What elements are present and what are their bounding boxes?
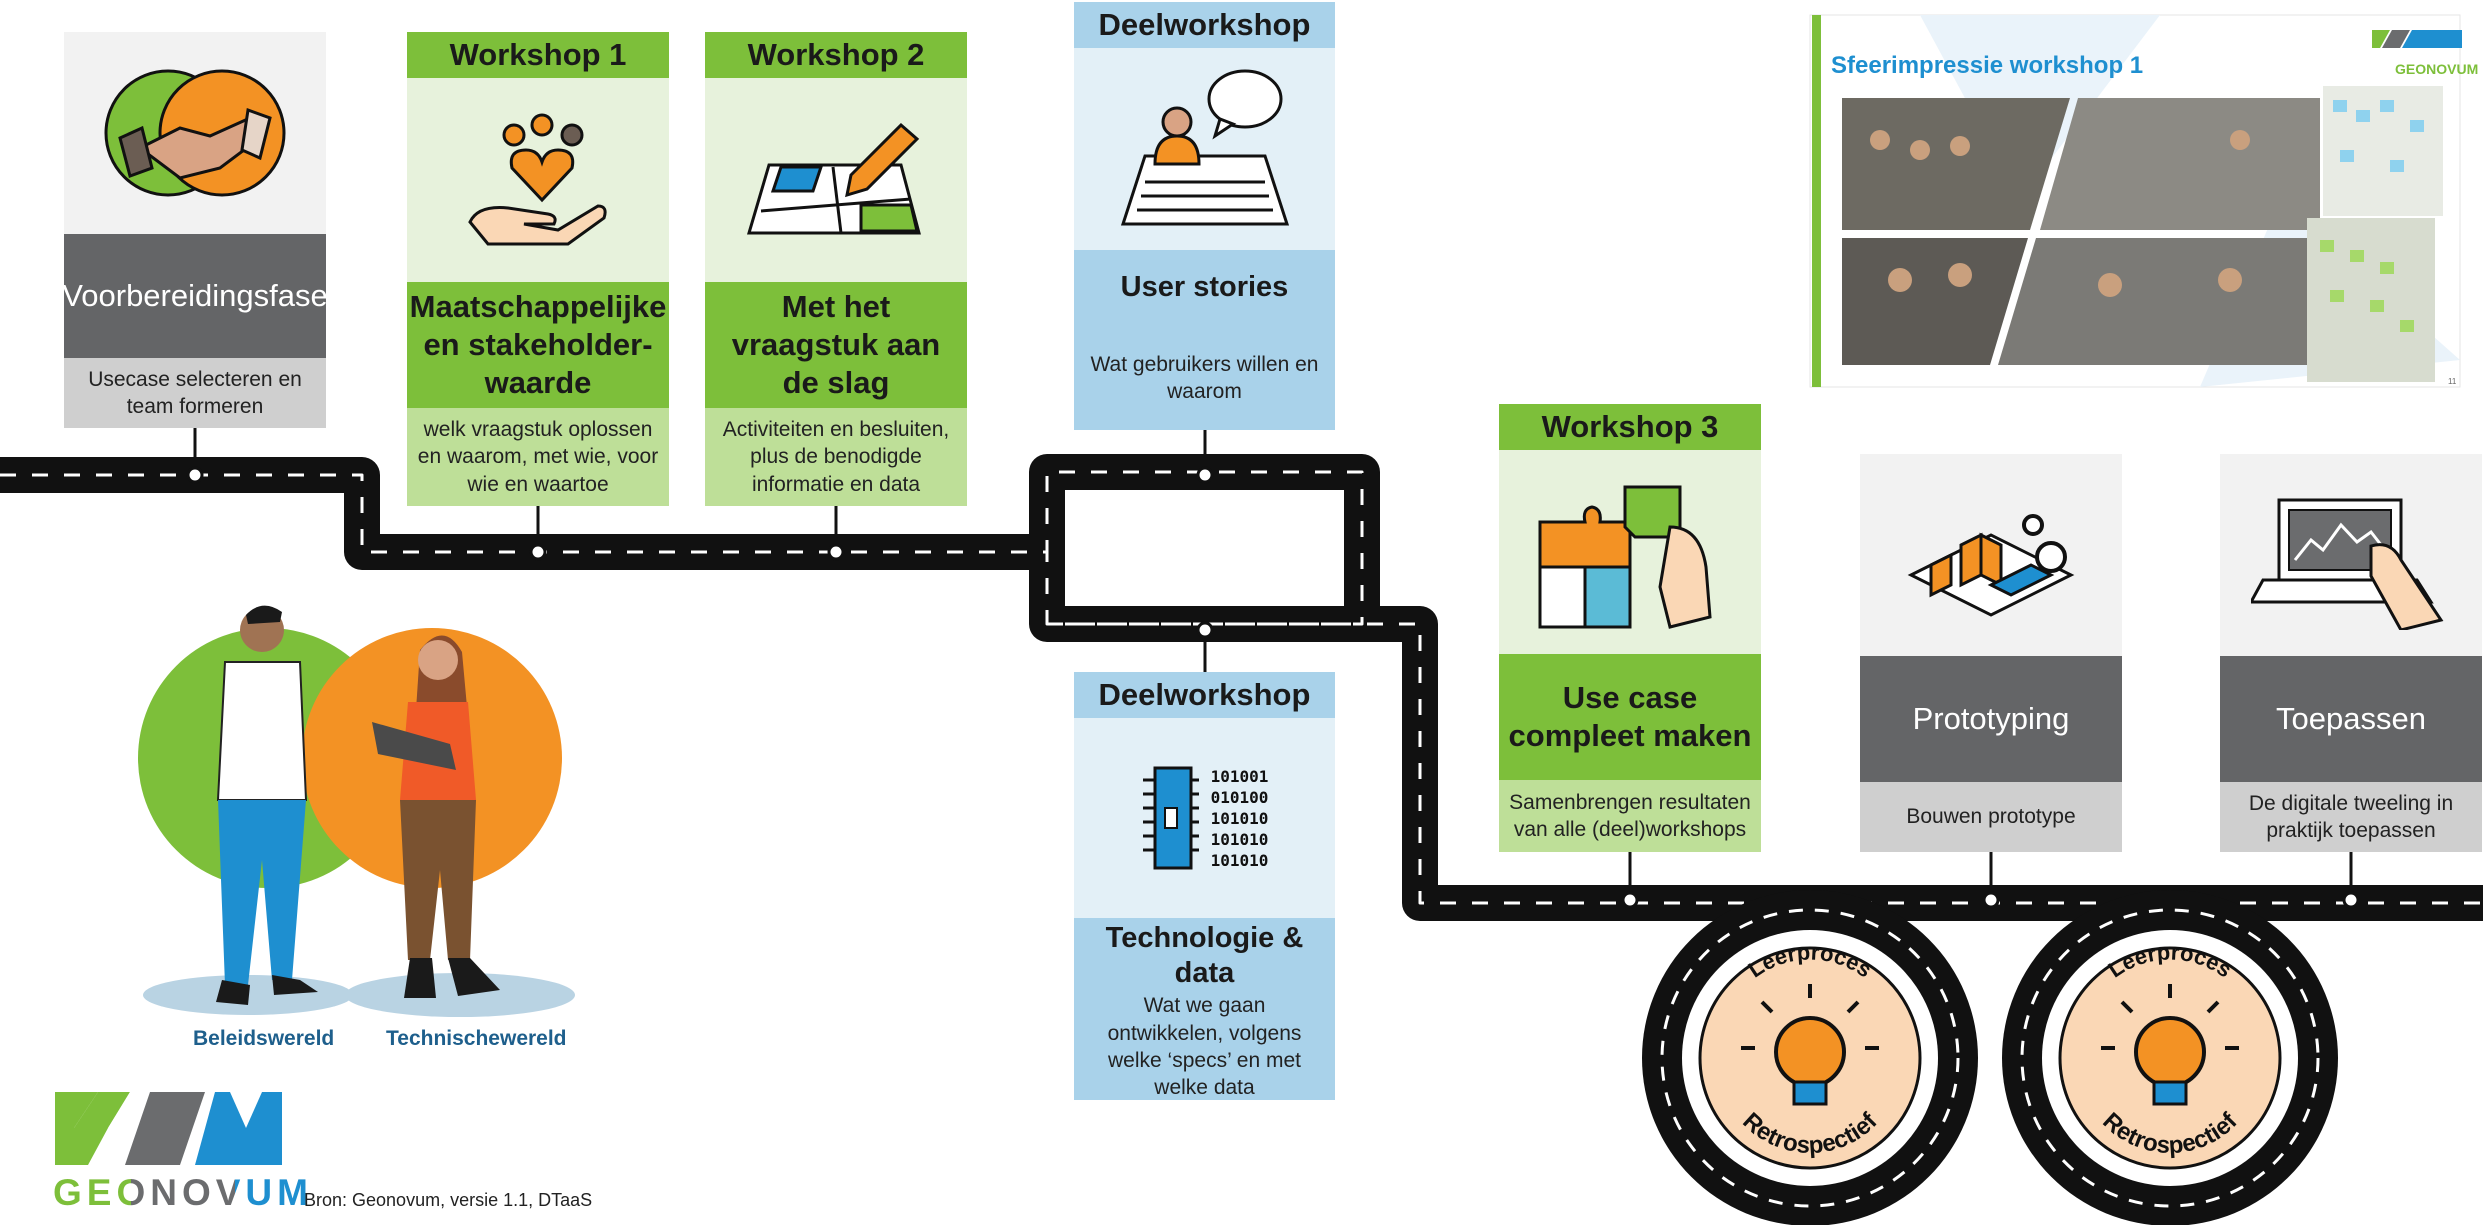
card-description: welk vraagstuk oplossen en waarom, met w… (407, 408, 669, 506)
panel-page-number: 11 (2448, 377, 2457, 386)
card-description: Bouwen prototype (1860, 782, 2122, 852)
hand-with-hearts-icon (468, 113, 607, 246)
user-profile-icon (1120, 69, 1289, 226)
card-prototyping: Prototyping Bouwen prototype (1860, 454, 2122, 852)
card-image (705, 78, 967, 282)
card-header: Deelworkshop (1074, 672, 1335, 718)
road (0, 454, 2483, 921)
card-toepassen: Toepassen De digitale tweeling in prakti… (2220, 454, 2482, 852)
card-description: Samenbrengen resultaten van alle (deel)w… (1499, 780, 1761, 852)
card-deelworkshop-user-stories: Deelworkshop User stories Wat gebruikers… (1074, 2, 1335, 430)
card-description: Usecase selecteren en team formeren (64, 358, 326, 428)
card-header: Deelworkshop (1074, 2, 1335, 48)
lightbulb-icon (2101, 984, 2239, 1106)
man-figure (216, 605, 318, 1005)
card-header: Workshop 1 (407, 32, 669, 78)
city-model-icon (1907, 514, 2075, 617)
people-label-left: Beleidswereld (193, 1027, 335, 1050)
handshake-icon (104, 69, 286, 197)
card-title: Met het vraagstuk aan de slag (705, 282, 967, 408)
laptop-touch-icon (2251, 498, 2444, 630)
card-image (1499, 450, 1761, 654)
photo-collage (1842, 86, 2443, 382)
card-image (2220, 454, 2482, 656)
photo-panel: GEONOVUM 11 (1809, 14, 2478, 388)
connector-pins (186, 428, 2360, 909)
source-caption: Bron: Geonovum, versie 1.1, DTaaS (304, 1190, 593, 1210)
people-label-right: Technischewereld (386, 1027, 567, 1050)
card-deelworkshop-technologie: Deelworkshop 101001 010100 101010 101 (1074, 672, 1335, 1100)
geonovum-logo-text: GEONOVUM (53, 1172, 313, 1214)
people-illustration (138, 605, 575, 1017)
wheel-left: Leerproces Retrospectief (1642, 890, 1978, 1225)
card-workshop-3: Workshop 3 Use case compleet maken Samen… (1499, 404, 1761, 852)
binary-code: 101001 010100 101010 101010 101010 (1211, 766, 1269, 871)
geonovum-logo (55, 1092, 282, 1165)
card-image (64, 32, 326, 234)
card-title: User stories (1074, 250, 1335, 326)
logo-wordmark: GEONOVUM (53, 1172, 313, 1213)
map-and-pencil-icon (746, 122, 921, 235)
photo-panel-title: Sfeerimpressie workshop 1 (1831, 52, 2144, 79)
lightbulb-icon (1741, 984, 1879, 1106)
wheel-right: Leerproces Retrospectief (2002, 890, 2338, 1225)
card-title: Use case compleet maken (1499, 654, 1761, 780)
binary-line: 101001 (1210, 766, 1269, 786)
card-title: Prototyping (1860, 656, 2122, 782)
card-title: Technologie & data (1074, 918, 1335, 994)
card-image (407, 78, 669, 282)
binary-line: 101010 (1210, 850, 1269, 870)
card-description: Activiteiten en besluiten, plus de benod… (705, 408, 967, 506)
card-header: Workshop 2 (705, 32, 967, 78)
card-title: Voorbereidingsfase (62, 234, 328, 358)
panel-logo-mark (2372, 30, 2462, 48)
card-voorbereidingsfase: Voorbereidingsfase Usecase selecteren en… (62, 32, 328, 428)
panel-logo-text: GEONOVUM (2395, 61, 2478, 77)
card-workshop-1: Workshop 1 Maatschappelijke en stakehold… (407, 32, 669, 506)
card-description: De digitale tweeling in praktijk toepass… (2220, 782, 2482, 852)
card-title: Toepassen (2220, 656, 2482, 782)
binary-line: 010100 (1210, 787, 1269, 807)
puzzle-pieces-icon (1538, 485, 1712, 629)
card-title: Maatschappelijke en stakeholder-waarde (407, 282, 669, 408)
chip-icon (1142, 766, 1199, 870)
binary-line: 101010 (1210, 829, 1269, 849)
card-description: Wat we gaan ontwikkelen, volgens welke ‘… (1074, 994, 1335, 1100)
card-image (1860, 454, 2122, 656)
card-header: Workshop 3 (1499, 404, 1761, 450)
card-workshop-2: Workshop 2 Met het vraagstuk aan de slag… (705, 32, 967, 506)
card-image: 101001 010100 101010 101010 101010 (1074, 718, 1335, 918)
woman-figure (372, 635, 500, 998)
card-description: Wat gebruikers willen en waarom (1074, 326, 1335, 430)
card-image (1074, 48, 1335, 250)
binary-line: 101010 (1210, 808, 1269, 828)
